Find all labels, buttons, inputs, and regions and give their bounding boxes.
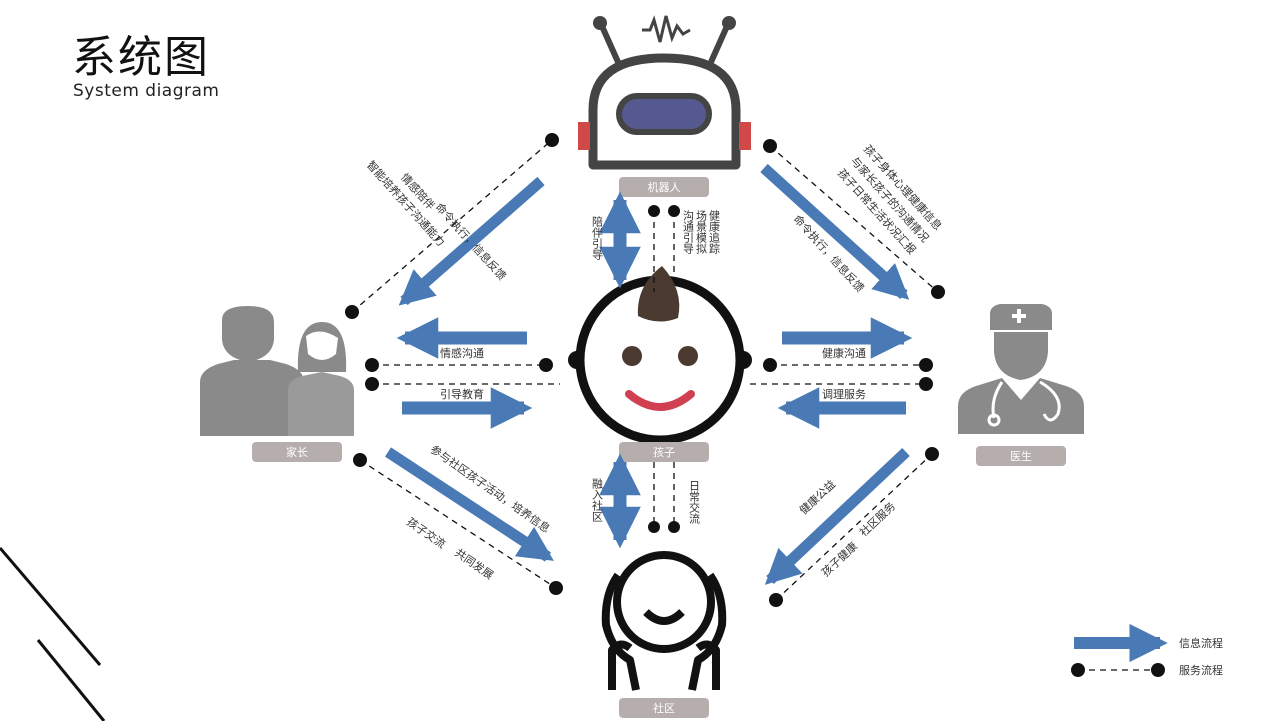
service-dot — [763, 358, 777, 372]
info-arrow-robot-to-doctor — [760, 163, 910, 300]
service-dot — [353, 453, 367, 467]
service-line — [359, 459, 557, 589]
community-icon — [601, 551, 727, 691]
link-label-parent-community-lower-2: 共同发展 — [452, 545, 496, 582]
parent-label-tag: 家长 — [252, 442, 342, 462]
robot-label-tag: 机器人 — [619, 177, 709, 197]
link-label-guidance: 引导教育 — [440, 387, 484, 401]
service-dot — [931, 285, 945, 299]
link-label-companion: 陪伴引导 — [591, 215, 604, 260]
link-label-integrate: 融入社区 — [591, 478, 604, 522]
legend-service-dot — [1071, 663, 1085, 677]
service-dot — [769, 593, 783, 607]
link-label-doctor-community-upper: 健康公益 — [796, 477, 838, 517]
service-dot — [365, 377, 379, 391]
link-label-robot-child-1: 健康追踪 — [708, 210, 721, 255]
service-dot — [919, 358, 933, 372]
link-label-robot-child-2: 场景模拟 — [695, 209, 708, 254]
service-dot — [539, 358, 553, 372]
page-subtitle: System diagram — [73, 81, 220, 101]
service-dot — [365, 358, 379, 372]
corner-decoration-line — [36, 639, 106, 721]
service-dot — [668, 521, 680, 533]
info-arrow-doctor-to-community — [764, 447, 910, 585]
link-label-robot-child-3: 沟通引导 — [682, 210, 695, 254]
service-line — [769, 145, 939, 293]
service-dot — [763, 139, 777, 153]
link-label-parent-community-lower-1: 孩子交流 — [404, 514, 448, 551]
service-line — [775, 453, 933, 601]
info-arrow-robot-to-parent — [398, 176, 545, 306]
parent-icon — [200, 306, 354, 436]
child-label-tag: 孩子 — [619, 442, 709, 462]
community-label: 社区 — [653, 701, 675, 715]
parent-label: 家长 — [286, 445, 308, 459]
corner-decoration-line — [0, 547, 102, 666]
link-label-doctor-community-lower-1: 孩子健康 — [818, 539, 860, 579]
community-label-tag: 社区 — [619, 698, 709, 718]
info-arrow-parent-to-community — [384, 447, 554, 562]
legend-service-label: 服务流程 — [1179, 663, 1223, 677]
service-dot — [345, 305, 359, 319]
link-label-emotional: 情感沟通 — [440, 347, 484, 360]
legend-service-dot — [1151, 663, 1165, 677]
service-dot — [549, 581, 563, 595]
legend-info-label: 信息流程 — [1179, 636, 1223, 650]
robot-label: 机器人 — [648, 180, 681, 194]
page-title: 系统图 — [72, 32, 210, 83]
doctor-label-tag: 医生 — [976, 446, 1066, 466]
link-label-daily: 日常交流 — [688, 480, 701, 524]
link-label-doctor-community-lower-2: 社区服务 — [856, 499, 898, 539]
service-dot — [545, 133, 559, 147]
link-label-care: 调理服务 — [822, 388, 866, 401]
service-dot — [919, 377, 933, 391]
legend: 信息流程 服务流程 — [1071, 623, 1223, 677]
child-face-icon — [568, 266, 752, 445]
child-label: 孩子 — [653, 446, 675, 459]
service-dot — [648, 521, 660, 533]
doctor-icon — [958, 304, 1084, 434]
link-label-health: 健康沟通 — [822, 346, 866, 360]
service-dot — [925, 447, 939, 461]
doctor-label: 医生 — [1010, 449, 1032, 463]
robot-icon — [578, 15, 751, 170]
